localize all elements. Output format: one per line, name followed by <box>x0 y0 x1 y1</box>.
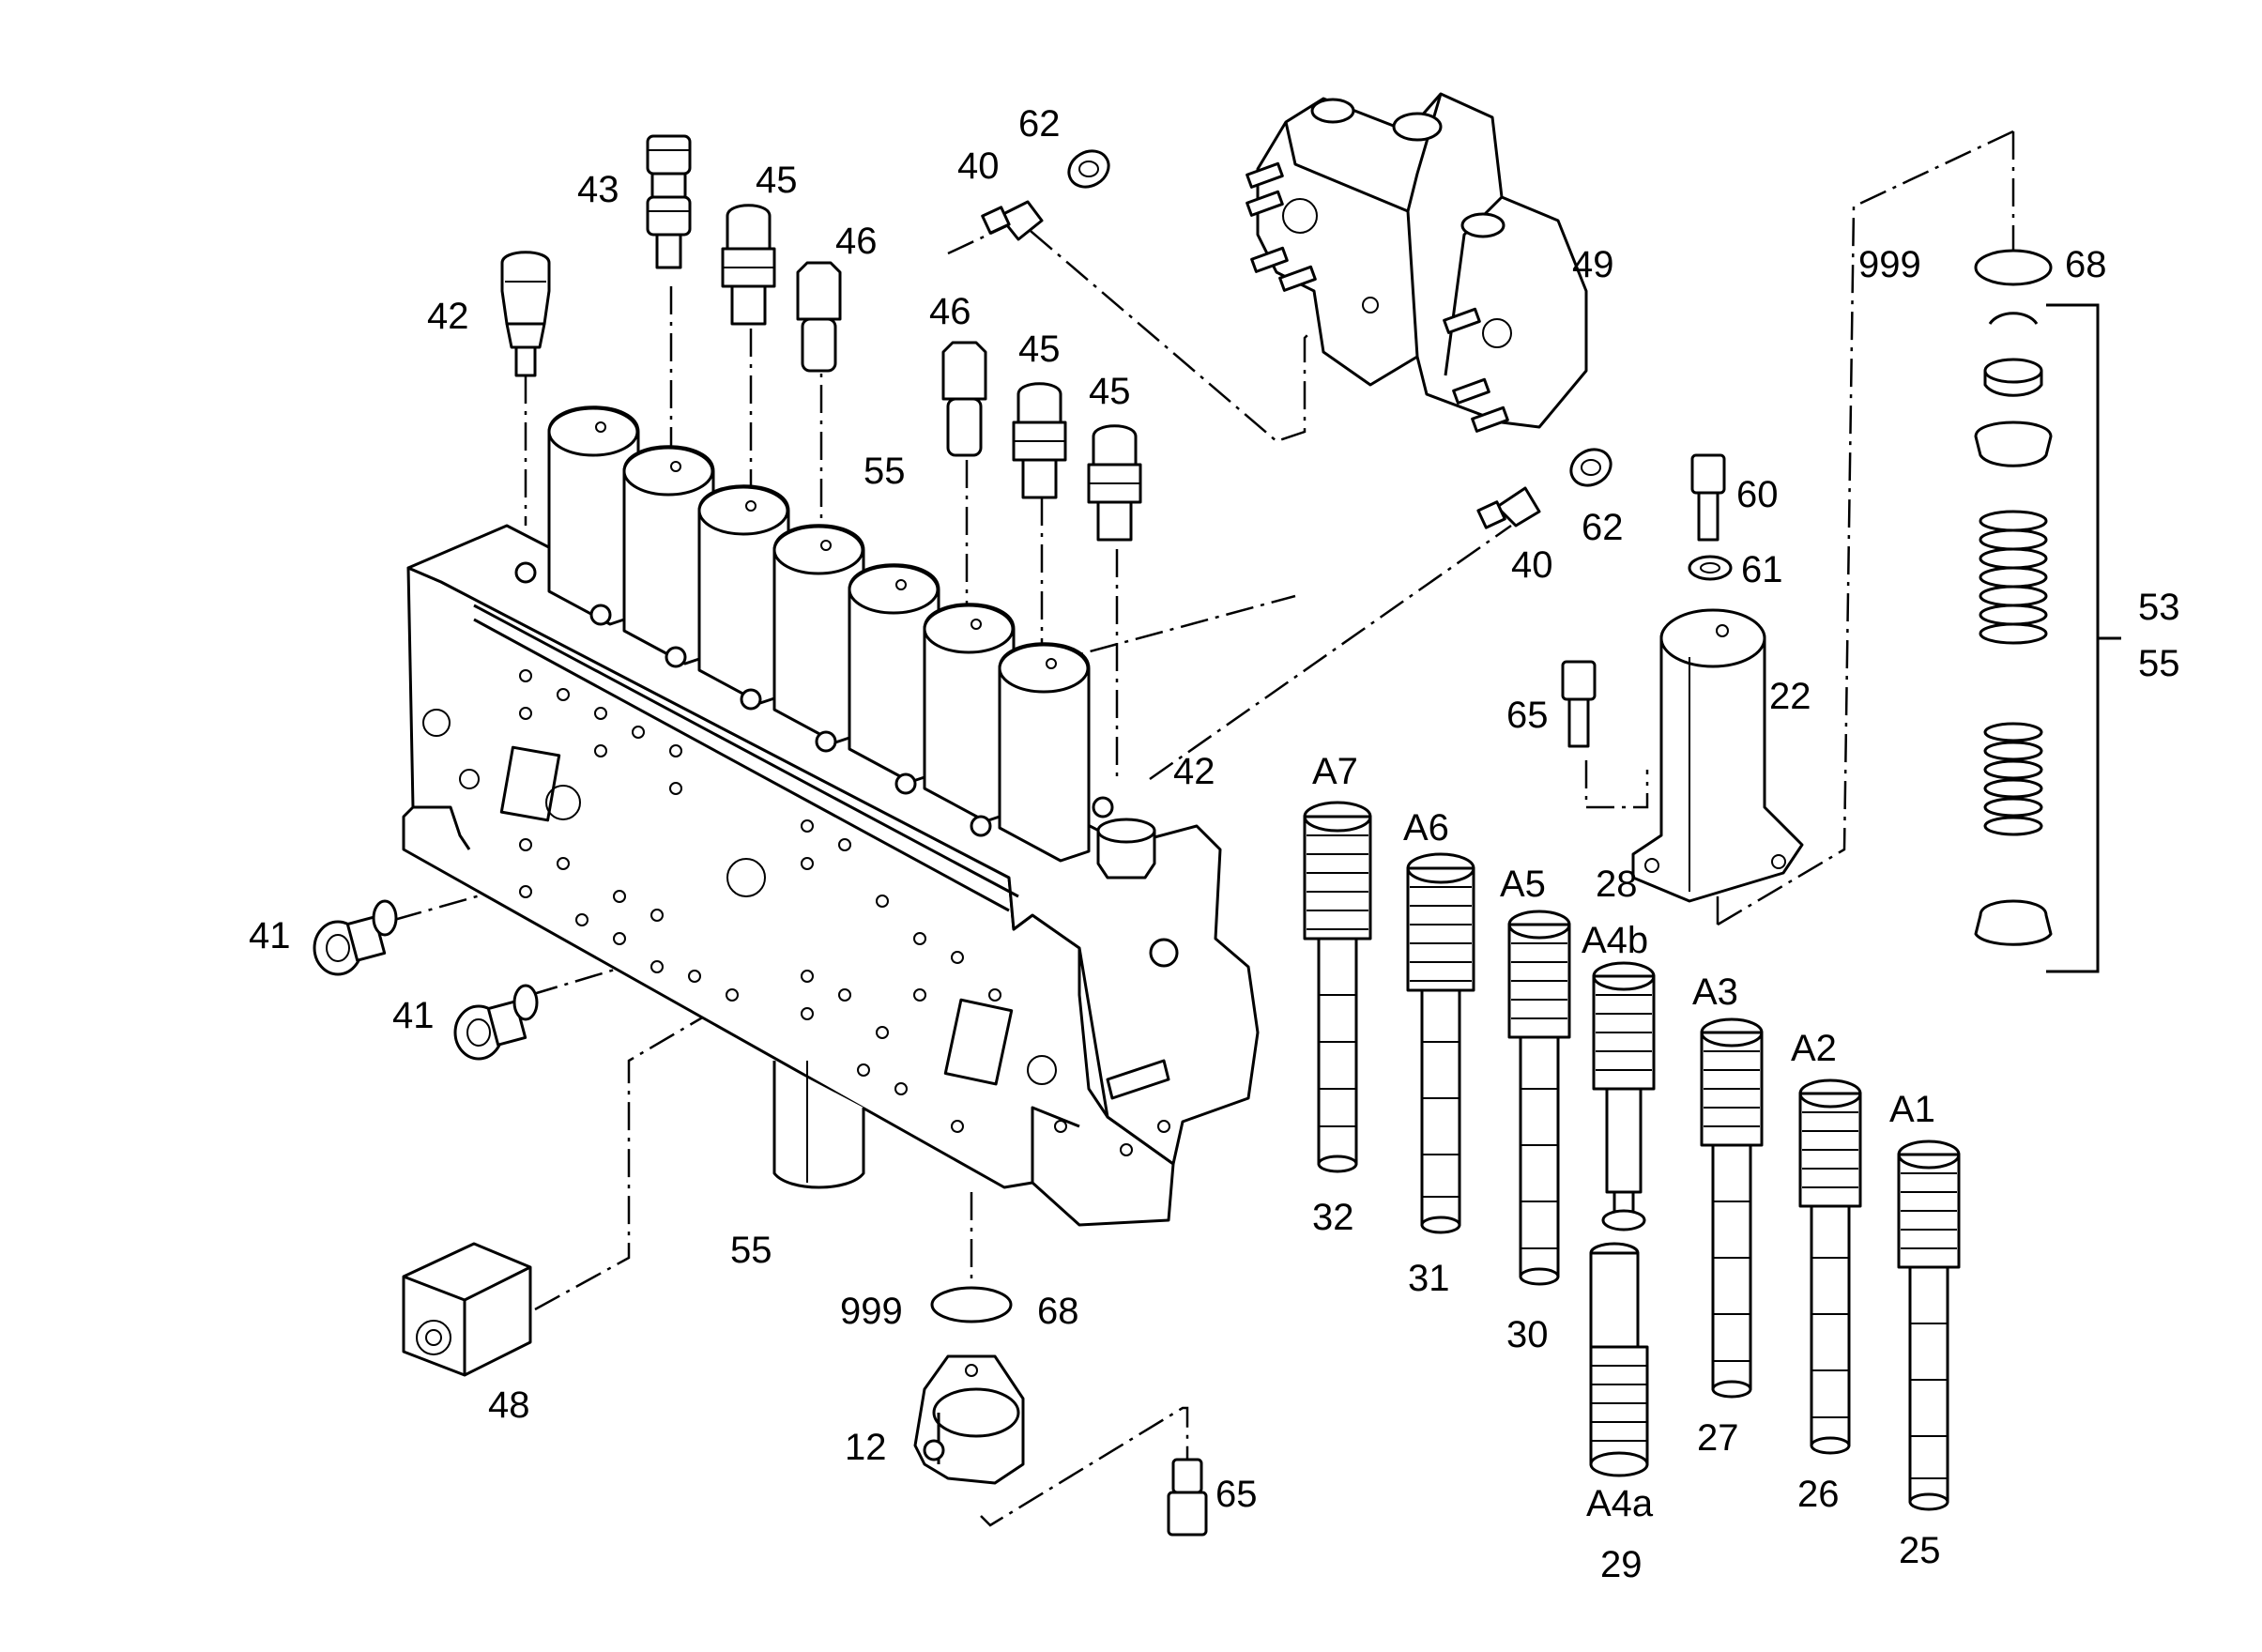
screw-65-bottom <box>1167 1458 1208 1537</box>
callout-46: 46 <box>835 221 878 262</box>
callout-A2: A2 <box>1791 1028 1837 1069</box>
callout-42-top: 42 <box>427 296 469 337</box>
callout-30: 30 <box>1506 1314 1549 1355</box>
callout-48: 48 <box>488 1384 530 1426</box>
callout-12: 12 <box>845 1427 887 1468</box>
callout-27: 27 <box>1697 1417 1739 1459</box>
top-valves <box>500 134 1142 542</box>
callout-A4a: A4a <box>1586 1483 1654 1524</box>
callout-41-a: 41 <box>249 915 291 956</box>
plug-40-62-top <box>981 149 1110 241</box>
screw-60 <box>1690 453 1726 542</box>
callout-42-mid: 42 <box>1173 751 1215 792</box>
spool-A4b <box>1592 961 1656 1231</box>
spring-lower <box>1983 722 2043 836</box>
callout-26: 26 <box>1797 1474 1840 1515</box>
callout-31: 31 <box>1408 1258 1450 1299</box>
valve-45-c <box>1087 424 1142 542</box>
washer-61 <box>1688 555 1733 581</box>
callout-55-right: 55 <box>2138 643 2180 684</box>
callout-40-mid: 40 <box>1511 544 1553 586</box>
callout-22: 22 <box>1769 676 1811 717</box>
callout-61: 61 <box>1741 549 1783 590</box>
spring-stack-53 <box>1974 249 2121 973</box>
plug-41-b <box>453 984 539 1061</box>
callout-A3: A3 <box>1692 971 1738 1013</box>
callout-28: 28 <box>1596 864 1638 905</box>
callout-25: 25 <box>1899 1530 1941 1571</box>
callout-999-top: 999 <box>1858 244 1921 285</box>
body-holes <box>422 669 1170 1156</box>
callout-62-mid: 62 <box>1582 507 1624 548</box>
callout-68-top: 68 <box>2065 244 2107 285</box>
spool-A3 <box>1700 1017 1764 1399</box>
callout-A5: A5 <box>1500 864 1546 905</box>
callout-41-b: 41 <box>392 995 435 1036</box>
valve-42-loose <box>500 251 551 377</box>
callout-A1: A1 <box>1889 1089 1935 1130</box>
callout-60: 60 <box>1736 474 1779 515</box>
spool-A5 <box>1507 910 1571 1286</box>
housing-49 <box>1246 92 1588 433</box>
spool-A2 <box>1798 1078 1862 1455</box>
callout-55-bottom: 55 <box>730 1230 772 1271</box>
callout-40-top: 40 <box>957 145 1000 187</box>
callout-labels: 62 40 43 45 46 42 46 45 45 55 49 999 68 … <box>249 103 2180 1585</box>
spool-A6 <box>1406 852 1475 1234</box>
callout-A4b: A4b <box>1582 920 1648 961</box>
spool-A7 <box>1303 801 1372 1173</box>
spool-A1 <box>1897 1140 1961 1511</box>
callout-45-c: 45 <box>1089 371 1131 412</box>
screw-65-mid <box>1561 660 1597 748</box>
callout-68-bottom: 68 <box>1037 1291 1079 1332</box>
valve-46-b <box>941 341 987 457</box>
valve-45-a <box>721 204 776 326</box>
callout-62-top: 62 <box>1018 103 1061 145</box>
callout-45-b: 45 <box>1018 329 1061 370</box>
valve-43 <box>646 134 692 269</box>
callout-32: 32 <box>1312 1197 1354 1238</box>
callout-999-bottom: 999 <box>840 1291 903 1332</box>
callout-65-mid: 65 <box>1506 695 1549 736</box>
callout-A6: A6 <box>1403 807 1449 849</box>
plug-41-a <box>313 899 398 976</box>
flange-12 <box>913 1354 1025 1485</box>
callout-55-top: 55 <box>864 451 906 492</box>
spool-A4a <box>1589 1242 1649 1477</box>
callout-29: 29 <box>1600 1544 1643 1585</box>
callout-49: 49 <box>1572 244 1614 285</box>
leader-lines <box>393 130 2015 1527</box>
spring-upper <box>1979 510 2048 645</box>
valve-45-b <box>1012 382 1067 499</box>
callout-65-bottom: 65 <box>1215 1474 1258 1515</box>
callout-A7: A7 <box>1312 751 1358 792</box>
solenoid-22 <box>1631 608 1804 903</box>
callout-45: 45 <box>756 160 798 201</box>
plug-40-62-mid <box>1476 448 1612 529</box>
cover-48 <box>402 1242 532 1377</box>
solenoid-row <box>514 405 1179 968</box>
callout-43: 43 <box>577 169 619 210</box>
spools <box>1303 801 1961 1511</box>
callout-46-b: 46 <box>929 291 971 332</box>
callout-53: 53 <box>2138 587 2180 628</box>
valve-46-a <box>796 261 842 373</box>
ring-68-bottom <box>930 1286 1013 1323</box>
